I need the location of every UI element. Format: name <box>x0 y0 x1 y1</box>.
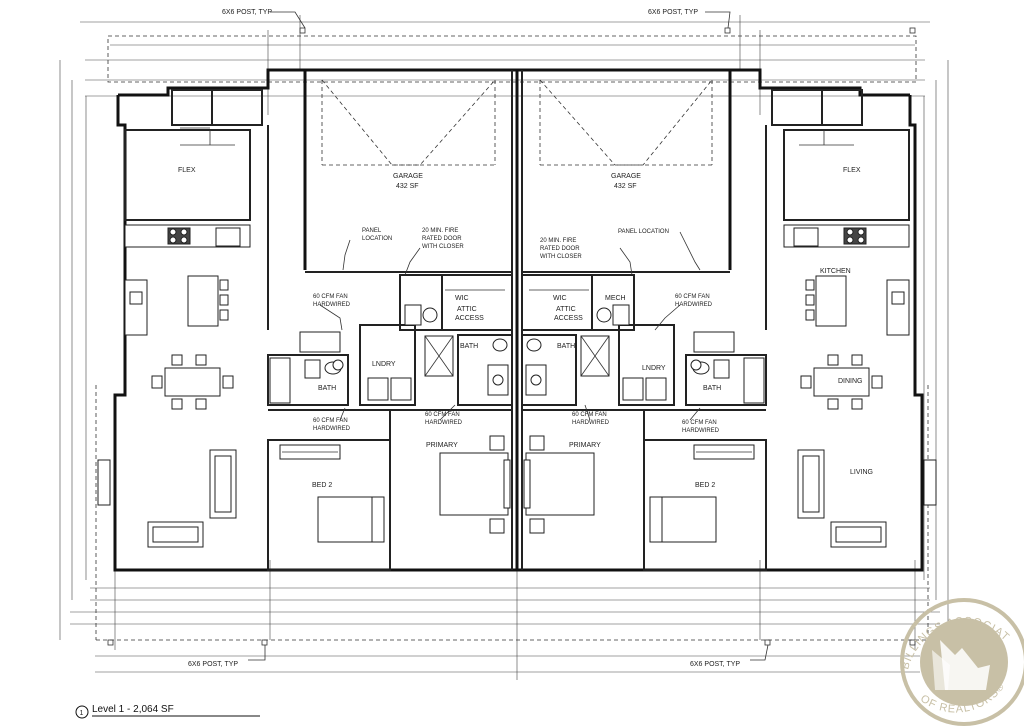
fan-a-2: HARDWIRED <box>313 302 351 308</box>
fan-c-1: 60 CFM FAN <box>425 412 460 418</box>
primary-right-label: PRIMARY <box>569 442 601 449</box>
fire-door-right-1: 20 MIN. FIRE <box>540 238 576 244</box>
fan-d-1: 60 CFM FAN <box>572 412 607 418</box>
attic-left-label-2: ACCESS <box>455 315 484 322</box>
bath-primary-left-label: BATH <box>460 343 478 350</box>
panel-left-label-1: PANEL <box>362 228 382 234</box>
wic-left-label: WIC <box>455 295 469 302</box>
bath-primary-right-label: BATH <box>557 343 575 350</box>
fire-door-right-2: RATED DOOR <box>540 246 580 252</box>
garage-left-area: 432 SF <box>396 183 419 190</box>
fire-door-left-1: 20 MIN. FIRE <box>422 228 458 234</box>
attic-right-label-1: ATTIC <box>556 306 576 313</box>
wic-right-label: WIC <box>553 295 567 302</box>
attic-right-label-2: ACCESS <box>554 315 583 322</box>
attic-left-label-1: ATTIC <box>457 306 477 313</box>
fire-door-left-3: WITH CLOSER <box>422 244 464 250</box>
flex-right-label: FLEX <box>843 167 861 174</box>
fan-b-2: HARDWIRED <box>313 426 351 432</box>
post-label-bottom-left: 6X6 POST, TYP <box>188 661 238 668</box>
panel-right-label: PANEL LOCATION <box>618 229 669 235</box>
post-label-top-right: 6X6 POST, TYP <box>648 9 698 16</box>
garage-right-area: 432 SF <box>614 183 637 190</box>
fan-d-2: HARDWIRED <box>572 420 610 426</box>
living-label: LIVING <box>850 469 873 476</box>
flex-left-label: FLEX <box>178 167 196 174</box>
plan-title: Level 1 - 2,064 SF <box>92 704 174 715</box>
dimension-lines <box>59 15 949 680</box>
garage-left-label: GARAGE <box>393 173 423 180</box>
garage-doors <box>321 79 713 166</box>
primary-left-label: PRIMARY <box>426 442 458 449</box>
view-number: 1 <box>80 710 84 717</box>
bath-right-label: BATH <box>703 385 721 392</box>
bath-left-label: BATH <box>318 385 336 392</box>
fan-e-2: HARDWIRED <box>675 302 713 308</box>
post-label-bottom-right: 6X6 POST, TYP <box>690 661 740 668</box>
fire-door-right-3: WITH CLOSER <box>540 254 582 260</box>
room-labels: 6X6 POST, TYP 6X6 POST, TYP 6X6 POST, TY… <box>178 9 873 668</box>
fan-c-2: HARDWIRED <box>425 420 463 426</box>
fan-f-1: 60 CFM FAN <box>682 420 717 426</box>
post-label-top-left: 6X6 POST, TYP <box>222 9 272 16</box>
fan-e-1: 60 CFM FAN <box>675 294 710 300</box>
laundry-left-label: LNDRY <box>372 361 396 368</box>
fire-door-left-2: RATED DOOR <box>422 236 462 242</box>
left-unit <box>97 89 513 571</box>
garage-right-label: GARAGE <box>611 173 641 180</box>
title-block: 1 Level 1 - 2,064 SF <box>75 704 260 719</box>
fan-f-2: HARDWIRED <box>682 428 720 434</box>
mech-label: MECH <box>605 295 626 302</box>
fan-a-1: 60 CFM FAN <box>313 294 348 300</box>
panel-left-label-2: LOCATION <box>362 236 392 242</box>
bed2-left-label: BED 2 <box>312 482 332 489</box>
laundry-right-label: LNDRY <box>642 365 666 372</box>
right-unit <box>521 89 937 571</box>
leader-lines <box>248 11 769 661</box>
bed2-right-label: BED 2 <box>695 482 715 489</box>
porch-outline <box>95 27 929 646</box>
kitchen-label: KITCHEN <box>820 268 851 275</box>
dining-label: DINING <box>838 378 863 385</box>
fan-b-1: 60 CFM FAN <box>313 418 348 424</box>
